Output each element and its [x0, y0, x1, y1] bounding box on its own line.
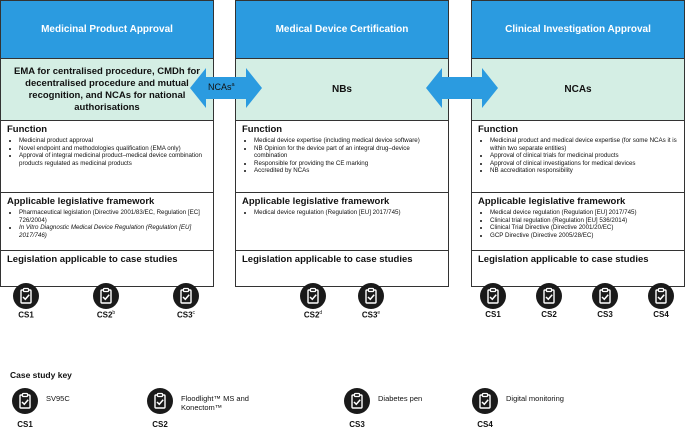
framework-item: Medical device regulation (Regulation [E…: [490, 209, 678, 217]
case-label: CS2b: [96, 310, 116, 320]
authority-box: NBs: [236, 59, 448, 121]
case-label: CS1: [18, 310, 34, 320]
cases-section: Legislation applicable to case studies: [236, 251, 448, 286]
framework-item: Clinical Trial Directive (Directive 2001…: [490, 224, 678, 232]
framework-item: Clinical trial regulation (Regulation [E…: [490, 217, 678, 225]
framework-section: Applicable legislative framework Medical…: [472, 193, 684, 251]
column-clinical-investigation: Clinical Investigation Approval NCAs Fun…: [471, 0, 685, 319]
case-icon-cs2: CS2b: [91, 283, 121, 320]
function-item: Approval of clinical trials for medicina…: [490, 152, 678, 160]
framework-item: GCP Directive (Directive 2005/28/EC): [490, 232, 678, 240]
clipboard-check-icon: [147, 388, 173, 414]
column-header: Medical Device Certification: [236, 1, 448, 59]
case-icon-cs1: CS1: [11, 283, 41, 320]
framework-item-text: In Vitro Diagnostic Medical Device Regul…: [19, 224, 192, 239]
case-icon-cs2: CS2d: [298, 283, 328, 320]
key-title: Case study key: [10, 370, 72, 380]
clipboard-check-icon: [358, 283, 384, 309]
cases-title: Legislation applicable to case studies: [242, 254, 413, 265]
column-medical-device: Medical Device Certification NBs Functio…: [235, 0, 449, 320]
clipboard-check-icon: [300, 283, 326, 309]
case-label: CS1: [485, 310, 501, 319]
function-section: Function Medical device expertise (inclu…: [236, 121, 448, 193]
key-item-cs3: CS3 Diabetes pen: [342, 388, 422, 429]
key-label: CS2: [152, 420, 168, 429]
framework-item: In Vitro Diagnostic Medical Device Regul…: [19, 224, 207, 239]
case-icon-cs3: CS3c: [171, 283, 201, 320]
clipboard-check-icon: [344, 388, 370, 414]
column-header: Clinical Investigation Approval: [472, 1, 684, 59]
key-item-cs2: CS2 Floodlight™ MS and Konectom™: [145, 388, 271, 429]
function-section: Function Medicinal product approval Nove…: [1, 121, 213, 193]
framework-title: Applicable legislative framework: [7, 196, 155, 207]
cases-section: Legislation applicable to case studies: [472, 251, 684, 286]
double-arrow-left: [190, 68, 262, 108]
key-item-cs4: CS4 Digital monitoring: [470, 388, 564, 429]
cases-title: Legislation applicable to case studies: [7, 254, 178, 265]
double-arrow-right: [426, 68, 498, 108]
case-label: CS2: [541, 310, 557, 319]
column-medicinal-product: Medicinal Product Approval EMA for centr…: [0, 0, 214, 320]
function-title: Function: [7, 124, 48, 135]
function-title: Function: [478, 124, 519, 135]
framework-section: Applicable legislative framework Pharmac…: [1, 193, 213, 251]
function-section: Function Medicinal product and medical d…: [472, 121, 684, 193]
clipboard-check-icon: [472, 388, 498, 414]
cases-section: Legislation applicable to case studies: [1, 251, 213, 286]
case-label: CS3e: [361, 310, 381, 320]
key-label: CS3: [349, 420, 365, 429]
column-header: Medicinal Product Approval: [1, 1, 213, 59]
clipboard-check-icon: [13, 283, 39, 309]
function-item: Novel endpoint and methodologies qualifi…: [19, 145, 207, 153]
framework-title: Applicable legislative framework: [478, 196, 626, 207]
key-item-cs1: CS1 SV95C: [10, 388, 70, 429]
function-item: Medical device expertise (including medi…: [254, 137, 442, 145]
framework-item: Medical device regulation (Regulation [E…: [254, 209, 442, 217]
framework-item: Pharmaceutical legislation (Directive 20…: [19, 209, 207, 224]
clipboard-check-icon: [648, 283, 674, 309]
authority-box: EMA for centralised procedure, CMDh for …: [1, 59, 213, 121]
case-icon-cs3: CS3: [590, 283, 620, 319]
framework-title: Applicable legislative framework: [242, 196, 390, 207]
function-item: Medicinal product approval: [19, 137, 207, 145]
arrow-label: NCAsa: [208, 82, 235, 92]
function-item: Approval of clinical investigations for …: [490, 160, 678, 168]
cases-title: Legislation applicable to case studies: [478, 254, 649, 265]
function-item: Medicinal product and medical device exp…: [490, 137, 678, 152]
key-label: CS1: [17, 420, 33, 429]
clipboard-check-icon: [12, 388, 38, 414]
function-item: Accredited by NCAs: [254, 167, 442, 175]
function-title: Function: [242, 124, 283, 135]
key-text: Digital monitoring: [506, 394, 564, 403]
function-item: NB Opinion for the device part of an int…: [254, 145, 442, 160]
key-text: SV95C: [46, 394, 70, 403]
function-item: Approval of integral medicinal product–m…: [19, 152, 207, 167]
framework-section: Applicable legislative framework Medical…: [236, 193, 448, 251]
case-label: CS4: [653, 310, 669, 319]
clipboard-check-icon: [93, 283, 119, 309]
key-text: Floodlight™ MS and Konectom™: [181, 394, 249, 412]
authority-box: NCAs: [472, 59, 684, 121]
function-item: Responsible for providing the CE marking: [254, 160, 442, 168]
case-label: CS3c: [176, 310, 196, 320]
clipboard-check-icon: [536, 283, 562, 309]
function-item: NB accreditation responsibility: [490, 167, 678, 175]
case-icon-cs4: CS4: [646, 283, 676, 319]
case-label: CS3: [597, 310, 613, 319]
case-icon-cs3: CS3e: [356, 283, 386, 320]
clipboard-check-icon: [173, 283, 199, 309]
key-label: CS4: [477, 420, 493, 429]
clipboard-check-icon: [480, 283, 506, 309]
case-label: CS2d: [303, 310, 323, 320]
key-text: Diabetes pen: [378, 394, 423, 403]
clipboard-check-icon: [592, 283, 618, 309]
case-icon-cs2: CS2: [534, 283, 564, 319]
case-icon-cs1: CS1: [478, 283, 508, 319]
